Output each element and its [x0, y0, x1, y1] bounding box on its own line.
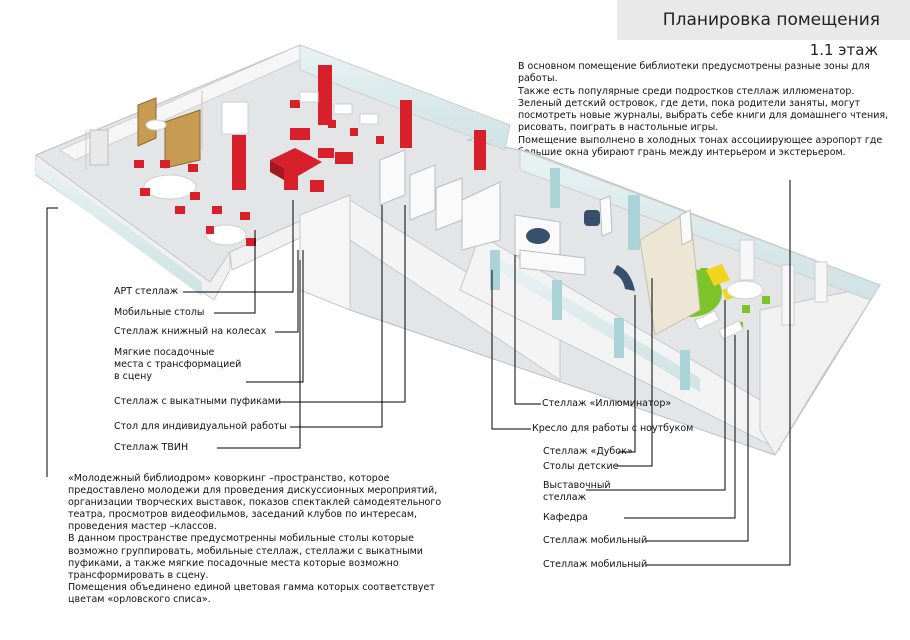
work-tables: [221, 91, 379, 135]
kids-tables-white: [694, 239, 828, 340]
floor-label: 1.1 этаж: [809, 41, 878, 59]
label-art-shelf: АРТ стеллаж: [114, 286, 179, 297]
wooden-shelves: [137, 97, 201, 169]
label-kids-tables: Столы детские: [543, 461, 619, 472]
twin-shelves: [379, 149, 501, 251]
label-mobile-shelf-2: Стеллаж мобильный: [543, 559, 648, 570]
label-twin-shelf: Стеллаж ТВИН: [114, 442, 189, 453]
art-shelf-pillars: [232, 65, 486, 190]
label-soft-seating: Мягкие посадочные места с трансформацией…: [114, 347, 242, 382]
label-mobile-tables: Мобильные столы: [114, 307, 205, 318]
laptop-armchairs: [584, 210, 635, 291]
page-title: Планировка помещения: [662, 10, 880, 30]
coworking-note: «Молодежный библиодром» коворкинг –прост…: [68, 473, 442, 605]
description-text: В основном помещение библиотеки предусмо…: [518, 61, 889, 159]
label-lectern: Кафедра: [543, 512, 588, 523]
red-chairs: [134, 100, 384, 246]
label-shelf-poufs: Стеллаж с выкатными пуфиками: [114, 396, 282, 407]
blue-columns: [490, 168, 690, 390]
label-dubok: Стеллаж «Дубок»: [543, 446, 633, 457]
label-laptop-chair: Кресло для работы с ноутбуком: [532, 423, 694, 434]
label-mobile-shelf-1: Стеллаж мобильный: [543, 535, 648, 546]
illuminator-shelf: [514, 214, 586, 276]
leader-lines-left: [46, 200, 406, 477]
label-individual-table: Стол для индивидуальной работы: [114, 421, 287, 432]
leader-lines-right: [491, 180, 791, 566]
label-illuminator: Стеллаж «Иллюминатор»: [542, 398, 672, 409]
label-exhibition-shelf: Выставочный стеллаж: [543, 480, 611, 503]
label-shelf-on-wheels: Стеллаж книжный на колесах: [114, 326, 267, 337]
title-box: [617, 0, 910, 40]
mobile-tables: [143, 119, 247, 246]
exhibition-partition: [599, 195, 701, 336]
